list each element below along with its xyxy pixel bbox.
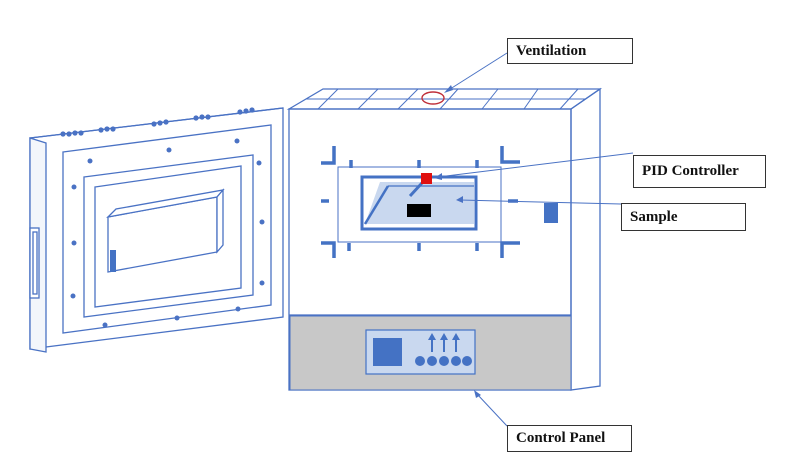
control-display [373,338,402,366]
control-buttons [415,356,472,366]
door-inner-frame-3 [94,165,242,308]
furnace-right-face [570,87,601,391]
control-arrows [428,333,460,352]
sample-block [407,204,431,217]
door-hinge-latch [544,203,558,223]
furnace-door [29,107,284,353]
door-inner-frame-2 [83,154,254,318]
door-handle [29,227,40,299]
sample-label: Sample [621,203,746,231]
chamber-outer-frame [337,166,502,243]
heating-chamber [360,175,478,231]
door-inner-frame-1 [62,124,272,334]
pid-controller-label: PID Controller [633,155,766,188]
control-panel [289,315,572,391]
control-panel-label: Control Panel [507,425,632,452]
door-top-rivets [60,107,255,137]
ventilation-label: Ventilation [507,38,633,64]
callout-leaders [434,52,634,427]
door-latch [110,250,116,272]
ventilation-opening [421,91,445,105]
ventilation-grid [306,88,586,110]
door-screws [70,138,265,328]
pid-sensor [421,173,432,184]
